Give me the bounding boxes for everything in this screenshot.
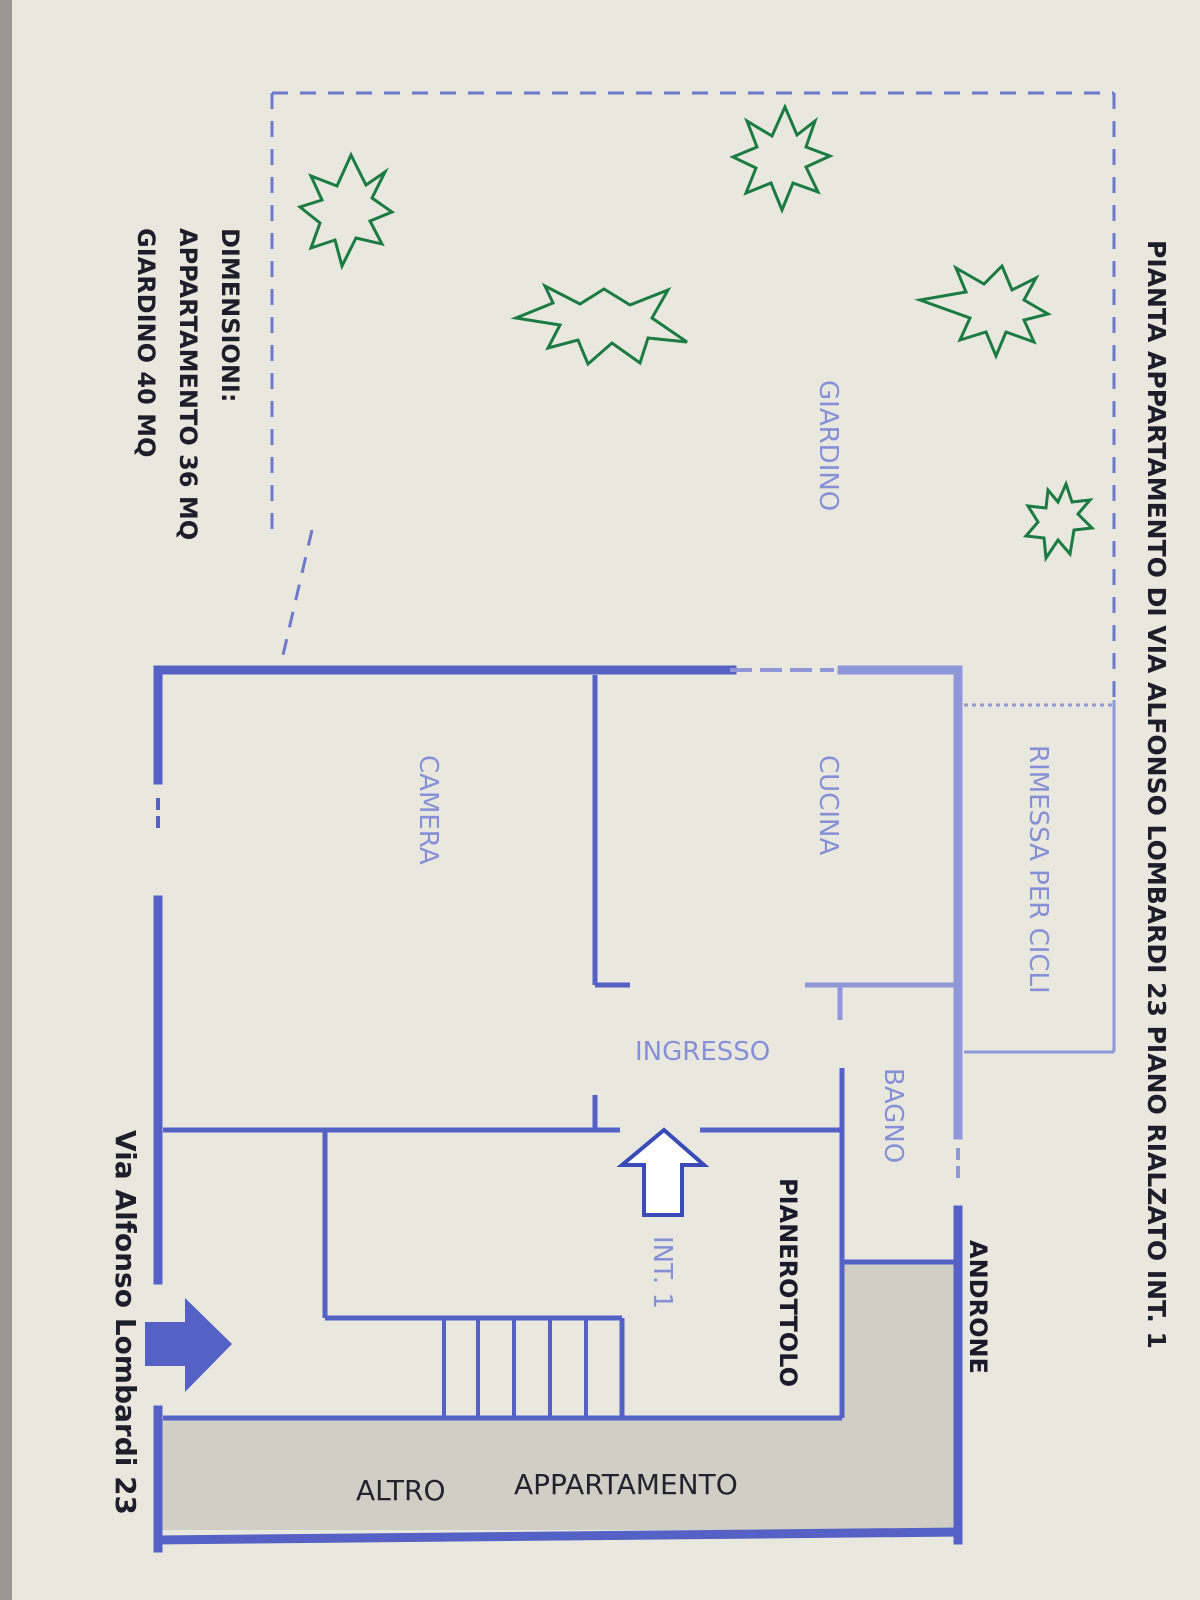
plant-icon	[296, 151, 396, 271]
room-label-bagno: BAGNO	[878, 1068, 908, 1163]
plant-icons	[296, 103, 1096, 563]
dimensions-apartment: APPARTAMENTO 36 MQ	[174, 228, 202, 540]
stairs	[442, 1318, 588, 1418]
room-label-ingresso: INGRESSO	[635, 1037, 770, 1067]
room-label-rimessa: RIMESSA PER CICLI	[1023, 745, 1053, 994]
garden-boundary	[270, 91, 1116, 700]
room-label-pianerottolo: PIANEROTTOLO	[774, 1178, 802, 1387]
plant-icon	[729, 103, 834, 214]
apartment-walls	[153, 665, 963, 1553]
shaded-block	[842, 1262, 958, 1418]
room-label-giardino: GIARDINO	[813, 380, 843, 511]
dimensions-heading: DIMENSIONI:	[216, 228, 244, 402]
dimensions-garden: GIARDINO 40 MQ	[132, 228, 160, 457]
plant-icon	[510, 282, 688, 367]
plant-icon	[1023, 479, 1096, 563]
room-label-androne: ANDRONE	[964, 1240, 992, 1374]
room-label-camera: CAMERA	[413, 755, 443, 865]
room-label-cucina: CUCINA	[813, 755, 843, 855]
label-appartamento: APPARTAMENTO	[514, 1468, 738, 1501]
int1-arrow-icon	[616, 1127, 710, 1217]
interior-walls	[163, 675, 958, 1421]
room-label-int1: INT. 1	[647, 1236, 677, 1309]
plant-icon	[914, 263, 1052, 360]
street-label: Via Alfonso Lombardi 23	[109, 1130, 142, 1515]
plan-title: PIANTA APPARTAMENTO DI VIA ALFONSO LOMBA…	[1142, 240, 1171, 1349]
label-altro: ALTRO	[356, 1474, 446, 1507]
androne-arrow-icon	[145, 1298, 232, 1392]
altro-appartamento-area	[162, 1418, 958, 1530]
rimessa-walls	[964, 700, 1116, 1054]
